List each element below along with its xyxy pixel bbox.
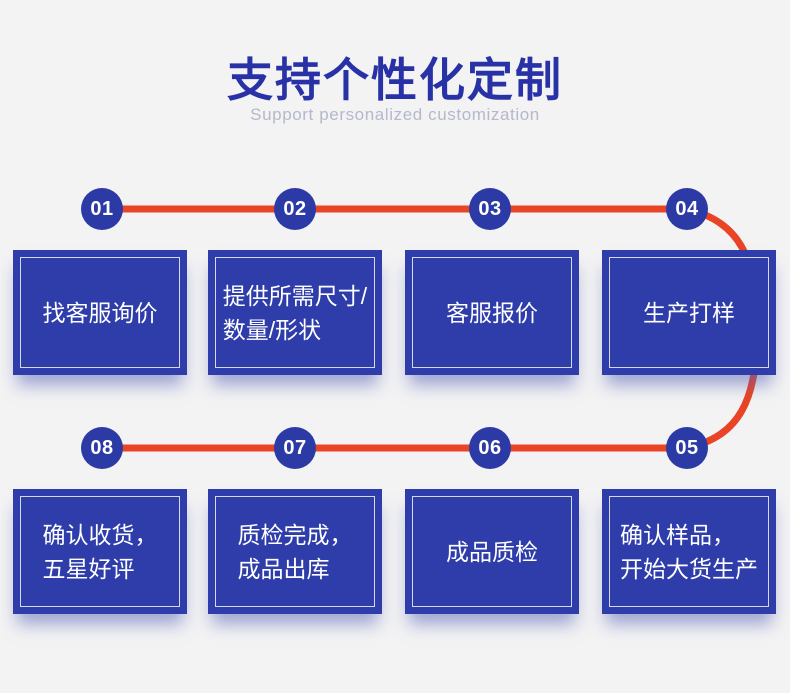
step-number: 04: [675, 197, 699, 220]
step-6-number-badge: 06: [469, 427, 511, 469]
step-number: 06: [478, 436, 502, 459]
step-number: 02: [283, 197, 307, 220]
step-2-box: 提供所需尺寸/ 数量/形状: [208, 250, 382, 375]
step-number: 07: [283, 436, 307, 459]
step-1-box: 找客服询价: [13, 250, 187, 375]
step-6-box: 成品质检: [405, 489, 579, 614]
step-number: 03: [478, 197, 502, 220]
step-5-number-badge: 05: [666, 427, 708, 469]
step-label: 成品质检: [446, 538, 538, 565]
step-8-number-badge: 08: [81, 427, 123, 469]
step-number: 05: [675, 436, 699, 459]
step-label: 客服报价: [446, 299, 538, 326]
step-8-box: 确认收货， 五星好评: [13, 489, 187, 614]
step-2-number-badge: 02: [274, 188, 316, 230]
step-3-box: 客服报价: [405, 250, 579, 375]
step-label: 确认收货， 五星好评: [42, 521, 158, 582]
step-label: 确认样品， 开始大货生产: [620, 521, 758, 582]
step-7-box: 质检完成， 成品出库: [208, 489, 382, 614]
step-7-number-badge: 07: [274, 427, 316, 469]
step-number: 08: [90, 436, 114, 459]
step-5-box: 确认样品， 开始大货生产: [602, 489, 776, 614]
step-label: 质检完成， 成品出库: [237, 521, 353, 582]
step-1-number-badge: 01: [81, 188, 123, 230]
step-3-number-badge: 03: [469, 188, 511, 230]
step-label: 提供所需尺寸/ 数量/形状: [222, 282, 368, 343]
step-4-number-badge: 04: [666, 188, 708, 230]
step-number: 01: [90, 197, 114, 220]
page-title: 支持个性化定制: [227, 54, 563, 106]
step-label: 找客服询价: [42, 299, 158, 326]
page-subtitle: Support personalized customization: [250, 105, 540, 124]
step-4-box: 生产打样: [602, 250, 776, 375]
step-label: 生产打样: [643, 299, 735, 326]
